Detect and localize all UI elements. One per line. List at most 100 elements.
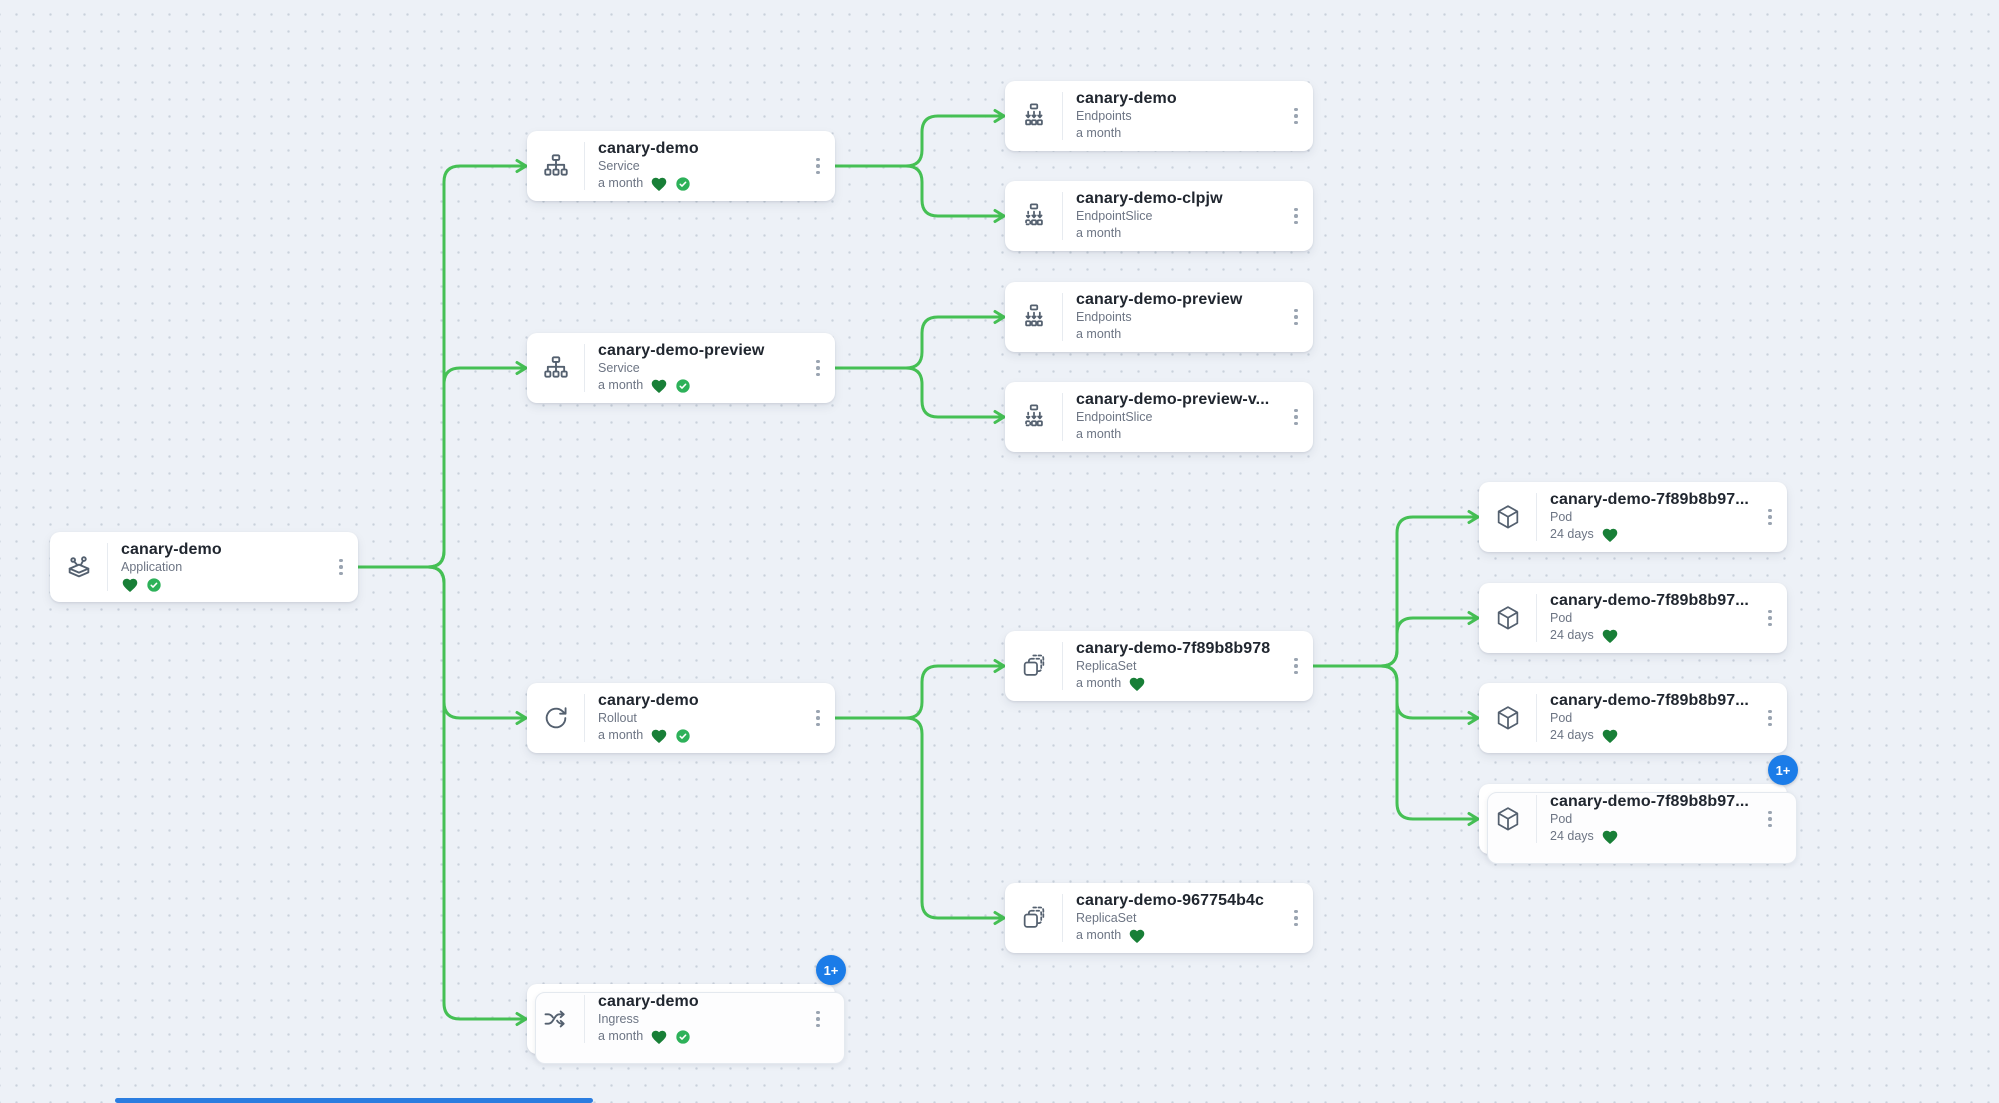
health-heart-icon bbox=[650, 1029, 668, 1045]
card-text: canary-demo Application bbox=[108, 541, 330, 593]
resource-status-row: a month bbox=[1076, 675, 1285, 692]
edge-line bbox=[833, 164, 1006, 218]
kebab-menu-icon[interactable] bbox=[1285, 400, 1307, 434]
card-text: canary-demo-preview Endpoints a month bbox=[1063, 291, 1285, 343]
card-text: canary-demo Service a month bbox=[585, 140, 807, 192]
resource-title: canary-demo bbox=[598, 140, 699, 157]
resource-title: canary-demo-7f89b8b97... bbox=[1550, 793, 1749, 810]
endpointslice-icon bbox=[1020, 202, 1048, 230]
edge-line bbox=[993, 911, 1006, 925]
health-heart-icon bbox=[1601, 628, 1619, 644]
kebab-menu-icon[interactable] bbox=[807, 701, 829, 735]
card-divider bbox=[584, 995, 585, 1043]
card-text: canary-demo-7f89b8b97... Pod 24 days bbox=[1537, 491, 1759, 543]
pod-icon bbox=[1494, 604, 1522, 632]
resource-status-row: 24 days bbox=[1550, 627, 1759, 644]
replicaset-card[interactable]: canary-demo-7f89b8b978 ReplicaSet a mont… bbox=[1005, 631, 1313, 701]
collapsed-count-badge[interactable]: 1+ bbox=[816, 955, 846, 985]
pod-card[interactable]: canary-demo-7f89b8b97... Pod 24 days bbox=[1479, 683, 1787, 753]
resource-title: canary-demo-preview bbox=[598, 342, 765, 359]
application-card[interactable]: canary-demo Application bbox=[50, 532, 358, 602]
resource-title: canary-demo-967754b4c bbox=[1076, 892, 1264, 909]
resource-status-row: 24 days bbox=[1550, 828, 1759, 845]
card-text: canary-demo Ingress a month bbox=[585, 993, 807, 1045]
edge-line bbox=[515, 159, 528, 173]
health-heart-icon bbox=[650, 378, 668, 394]
resource-kind-label: EndpointSlice bbox=[1076, 410, 1153, 424]
resource-title: canary-demo bbox=[598, 993, 699, 1010]
kebab-menu-icon[interactable] bbox=[1285, 649, 1307, 683]
rollout-icon bbox=[542, 704, 570, 732]
ingress-card[interactable]: canary-demo Ingress a month 1+ bbox=[527, 955, 846, 1064]
edge-line bbox=[833, 366, 1006, 419]
kebab-menu-icon[interactable] bbox=[1759, 802, 1781, 836]
edge-line bbox=[1467, 611, 1480, 625]
resource-kind-label: Pod bbox=[1550, 812, 1573, 826]
card-divider bbox=[1536, 493, 1537, 541]
service-card[interactable]: canary-demo-preview Service a month bbox=[527, 333, 835, 403]
edge-line bbox=[833, 315, 1006, 370]
resource-kind-icon-zone bbox=[1005, 904, 1062, 932]
edge-line bbox=[833, 716, 1006, 920]
resource-kind-label: Ingress bbox=[598, 1012, 639, 1026]
pod-card[interactable]: canary-demo-7f89b8b97... Pod 24 days 1+ bbox=[1479, 755, 1798, 864]
health-heart-icon bbox=[1128, 928, 1146, 944]
kebab-menu-icon[interactable] bbox=[330, 550, 352, 584]
edge-line bbox=[993, 209, 1006, 223]
resource-title: canary-demo-7f89b8b97... bbox=[1550, 491, 1749, 508]
pod-card[interactable]: canary-demo-7f89b8b97... Pod 24 days bbox=[1479, 482, 1787, 552]
service-card[interactable]: canary-demo Service a month bbox=[527, 131, 835, 201]
resource-kind-label: Endpoints bbox=[1076, 310, 1132, 324]
card-divider bbox=[584, 344, 585, 392]
resource-status-row: 24 days bbox=[1550, 727, 1759, 744]
edge-line bbox=[993, 109, 1006, 123]
kebab-menu-icon[interactable] bbox=[1759, 701, 1781, 735]
sync-ok-icon bbox=[675, 176, 691, 192]
resource-status-row: a month bbox=[598, 175, 807, 192]
edge-line bbox=[833, 664, 1006, 720]
kebab-menu-icon[interactable] bbox=[1285, 199, 1307, 233]
resource-age: 24 days bbox=[1550, 829, 1594, 843]
resource-kind-label: EndpointSlice bbox=[1076, 209, 1153, 223]
kebab-menu-icon[interactable] bbox=[1285, 300, 1307, 334]
endpoints-card[interactable]: canary-demo-preview Endpoints a month bbox=[1005, 282, 1313, 352]
resource-kind-icon-zone bbox=[527, 1005, 584, 1033]
card-text: canary-demo-clpjw EndpointSlice a month bbox=[1063, 190, 1285, 242]
card-divider bbox=[1062, 642, 1063, 690]
card-divider bbox=[1536, 594, 1537, 642]
sync-ok-icon bbox=[146, 577, 162, 593]
health-heart-icon bbox=[1601, 527, 1619, 543]
endpointslice-card[interactable]: canary-demo-clpjw EndpointSlice a month bbox=[1005, 181, 1313, 251]
edge-line bbox=[515, 711, 528, 725]
kebab-menu-icon[interactable] bbox=[1285, 99, 1307, 133]
sync-ok-icon bbox=[675, 378, 691, 394]
rollout-card[interactable]: canary-demo Rollout a month bbox=[527, 683, 835, 753]
sync-ok-icon bbox=[675, 728, 691, 744]
resource-title: canary-demo bbox=[1076, 90, 1177, 107]
kebab-menu-icon[interactable] bbox=[807, 351, 829, 385]
kebab-menu-icon[interactable] bbox=[807, 1002, 829, 1036]
endpoints-card[interactable]: canary-demo Endpoints a month bbox=[1005, 81, 1313, 151]
card-divider bbox=[584, 694, 585, 742]
resource-title: canary-demo bbox=[598, 692, 699, 709]
card-text: canary-demo Endpoints a month bbox=[1063, 90, 1285, 142]
resource-kind-icon-zone bbox=[1479, 805, 1536, 833]
resource-status-row: a month bbox=[1076, 426, 1285, 443]
kebab-menu-icon[interactable] bbox=[1285, 901, 1307, 935]
resource-title: canary-demo-7f89b8b978 bbox=[1076, 640, 1271, 657]
replicaset-card[interactable]: canary-demo-967754b4c ReplicaSet a month bbox=[1005, 883, 1313, 953]
pod-card[interactable]: canary-demo-7f89b8b97... Pod 24 days bbox=[1479, 583, 1787, 653]
horizontal-scrollbar-thumb[interactable] bbox=[115, 1098, 593, 1103]
kebab-menu-icon[interactable] bbox=[1759, 500, 1781, 534]
resource-status-row: a month bbox=[1076, 225, 1285, 242]
resource-status-row: a month bbox=[1076, 125, 1285, 142]
edge-line bbox=[1467, 711, 1480, 725]
resource-age: 24 days bbox=[1550, 728, 1594, 742]
kebab-menu-icon[interactable] bbox=[807, 149, 829, 183]
endpointslice-card[interactable]: canary-demo-preview-v... EndpointSlice a… bbox=[1005, 382, 1313, 452]
resource-age: a month bbox=[1076, 126, 1122, 140]
kebab-menu-icon[interactable] bbox=[1759, 601, 1781, 635]
collapsed-count-badge[interactable]: 1+ bbox=[1768, 755, 1798, 785]
